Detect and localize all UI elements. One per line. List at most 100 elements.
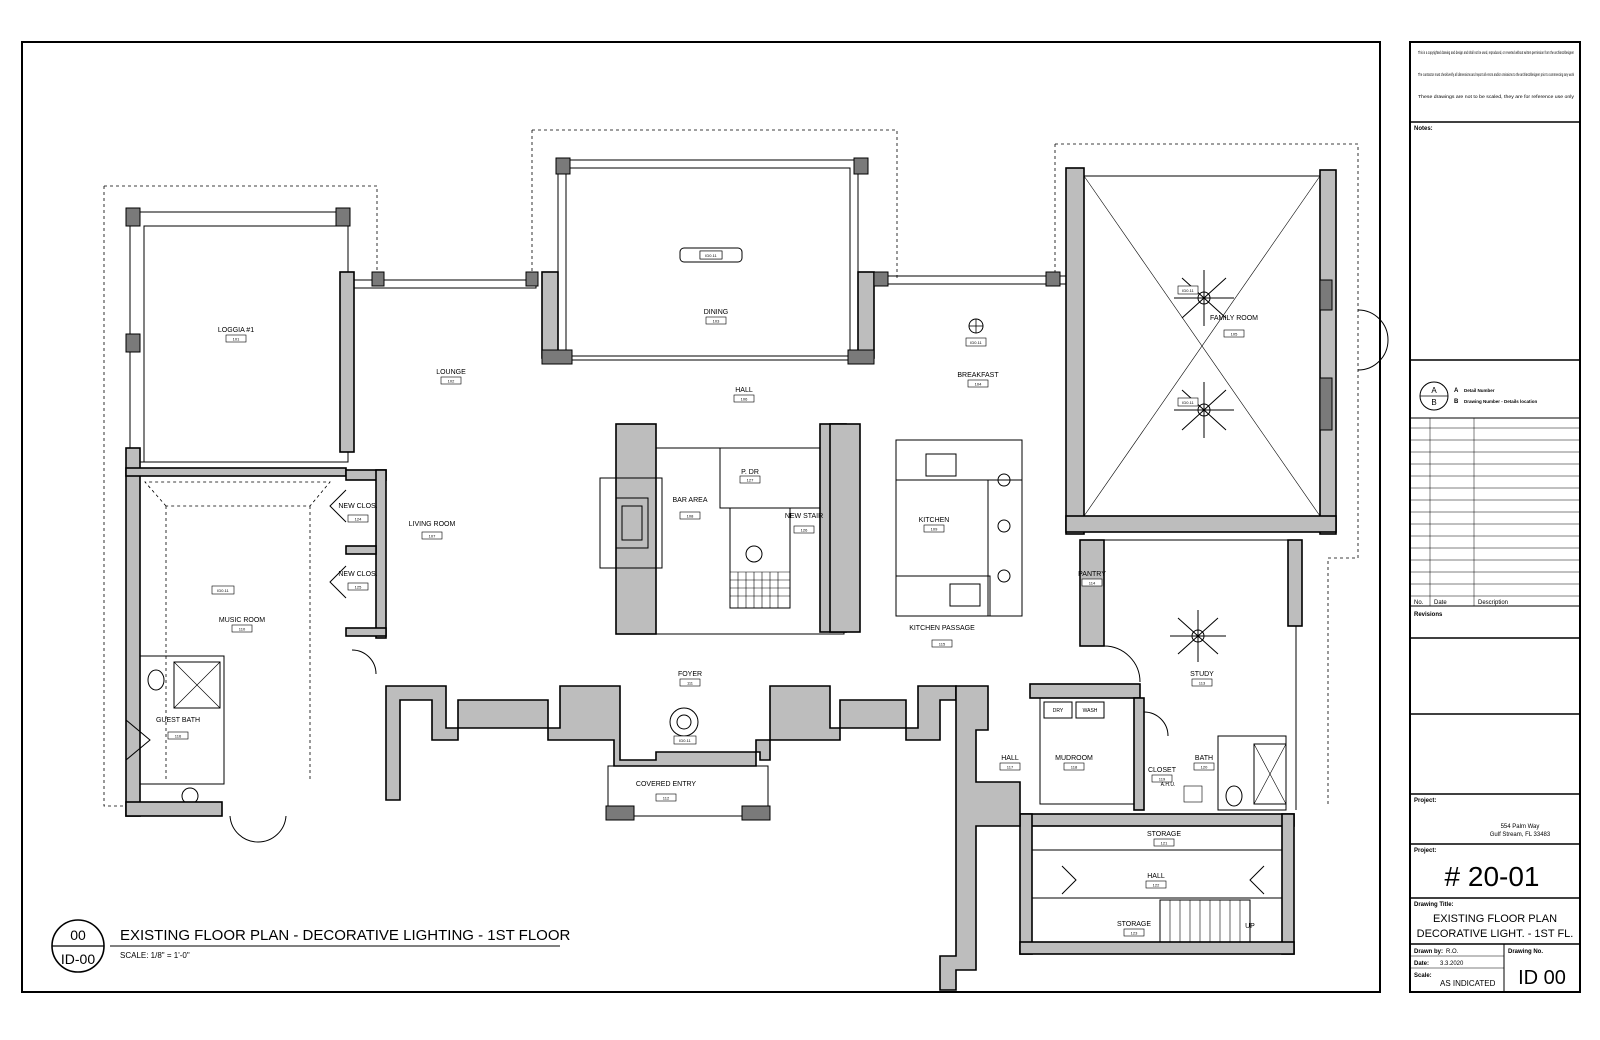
- room-label: DINING: [704, 309, 729, 316]
- svg-text:118: 118: [1071, 765, 1078, 770]
- svg-text:101: 101: [233, 337, 240, 342]
- room-label: CLOSET: [1148, 767, 1177, 774]
- svg-text:ID0.11: ID0.11: [705, 253, 717, 258]
- svg-text:115: 115: [939, 642, 946, 647]
- room-label: BATH: [1195, 755, 1213, 762]
- svg-text:A: A: [1454, 388, 1459, 394]
- svg-text:110: 110: [239, 627, 246, 632]
- notes-label: Notes:: [1414, 126, 1433, 132]
- ahu-label: A.H.U.: [1161, 782, 1176, 788]
- svg-text:ID0.11: ID0.11: [970, 340, 982, 345]
- room-label: LOUNGE: [436, 369, 466, 376]
- legend-drawing-number: Drawing Number - Details location: [1464, 399, 1538, 404]
- general-note: The contractor must check/verify all dim…: [1418, 72, 1574, 77]
- drawn-by: R.O.: [1446, 949, 1459, 955]
- revisions-label: Revisions: [1414, 612, 1443, 618]
- room-label: STUDY: [1190, 671, 1214, 678]
- drawn-by-label: Drawn by:: [1414, 949, 1443, 955]
- room-label: PANTRY: [1078, 571, 1106, 578]
- room-label: LIVING ROOM: [409, 521, 456, 528]
- svg-text:B: B: [1431, 398, 1436, 407]
- scale-value: AS INDICATED: [1440, 979, 1496, 988]
- svg-text:105: 105: [1231, 332, 1238, 337]
- svg-text:ID0.11: ID0.11: [1182, 400, 1194, 405]
- title-block-border: [1409, 41, 1581, 993]
- svg-text:127: 127: [747, 478, 754, 483]
- room-label: LOGGIA #1: [218, 327, 254, 334]
- svg-text:122: 122: [1153, 883, 1160, 888]
- svg-text:A: A: [1431, 386, 1437, 395]
- general-note: This is a copyrighted drawing and design…: [1418, 50, 1574, 55]
- svg-text:108: 108: [687, 514, 694, 519]
- room-label: GUEST BATH: [156, 717, 200, 724]
- legend-detail-number: Detail Number: [1464, 388, 1495, 393]
- svg-text:117: 117: [1007, 765, 1014, 770]
- dryer-label: DRY: [1053, 708, 1064, 714]
- room-label: HALL: [735, 387, 753, 394]
- svg-text:B: B: [1454, 399, 1459, 405]
- svg-text:104: 104: [975, 382, 982, 387]
- stair-up-label: UP: [1245, 923, 1255, 930]
- svg-text:116: 116: [175, 734, 182, 739]
- svg-text:107: 107: [429, 534, 436, 539]
- room-label: P. DR: [741, 469, 759, 476]
- room-label: KITCHEN PASSAGE: [909, 625, 975, 632]
- room-label: FOYER: [678, 671, 702, 678]
- svg-text:121: 121: [1161, 841, 1168, 846]
- date-label: Date:: [1414, 961, 1429, 967]
- title-block: This is a copyrighted drawing and design…: [1410, 50, 1580, 992]
- room-label: BREAKFAST: [957, 372, 999, 379]
- drawing-title-line-2: DECORATIVE LIGHT. - 1ST FL.: [1417, 928, 1574, 940]
- room-label: HALL: [1147, 873, 1165, 880]
- room-label: NEW CLOS.: [338, 571, 377, 578]
- general-note: These drawings are not to be scaled, the…: [1418, 94, 1575, 99]
- svg-text:125: 125: [355, 585, 362, 590]
- project-address-1: 554 Palm Way: [1501, 824, 1540, 830]
- drawing-number-bottom: ID-00: [61, 951, 95, 967]
- drawing-no-label: Drawing No.: [1508, 949, 1543, 955]
- drawing-scale: SCALE: 1/8" = 1'-0": [120, 951, 190, 960]
- svg-text:109: 109: [931, 527, 938, 532]
- room-label: STORAGE: [1147, 831, 1181, 838]
- rev-date-header: Date: [1434, 600, 1447, 606]
- project-label: Project:: [1414, 798, 1436, 804]
- room-label: NEW CLOS.: [338, 503, 377, 510]
- washer-label: WASH: [1083, 708, 1098, 714]
- room-label: FAMILY ROOM: [1210, 315, 1258, 322]
- svg-text:102: 102: [448, 379, 455, 384]
- room-label: STORAGE: [1117, 921, 1151, 928]
- room-label: NEW STAIR: [785, 513, 823, 520]
- room-label: BAR AREA: [672, 497, 707, 504]
- svg-text:112: 112: [663, 796, 670, 801]
- drawing-title: 00 ID-00 EXISTING FLOOR PLAN - DECORATIV…: [51, 919, 571, 973]
- svg-text:126: 126: [801, 528, 808, 533]
- date-value: 3.3.2020: [1440, 961, 1464, 967]
- rev-description-header: Description: [1478, 600, 1508, 606]
- room-labels: LOGGIA #1 101 LOUNGE 102 DINING 103 BREA…: [156, 250, 1258, 937]
- scale-label: Scale:: [1414, 973, 1432, 979]
- project-address-2: Gulf Stream, FL 33483: [1490, 832, 1551, 838]
- project-number: # 20-01: [1445, 861, 1540, 892]
- floor-plan: [103, 129, 1389, 991]
- room-label: KITCHEN: [919, 517, 950, 524]
- drawing-title-text: EXISTING FLOOR PLAN - DECORATIVE LIGHTIN…: [120, 927, 571, 944]
- drawing-number-top: 00: [70, 927, 86, 943]
- rev-no-header: No.: [1414, 600, 1424, 606]
- room-label: HALL: [1001, 755, 1019, 762]
- svg-text:ID0.11: ID0.11: [1182, 288, 1194, 293]
- room-label: MUDROOM: [1055, 755, 1093, 762]
- svg-text:114: 114: [1089, 581, 1096, 586]
- drawing-title-label: Drawing Title:: [1414, 902, 1454, 908]
- drawing-no: ID 00: [1518, 967, 1566, 989]
- svg-text:103: 103: [713, 319, 720, 324]
- room-label: MUSIC ROOM: [219, 617, 265, 624]
- svg-text:113: 113: [1199, 681, 1206, 686]
- sheet-border: [21, 41, 1381, 993]
- svg-text:ID0.11: ID0.11: [679, 738, 691, 743]
- svg-text:111: 111: [687, 681, 694, 686]
- svg-text:124: 124: [355, 517, 362, 522]
- svg-text:119: 119: [1159, 777, 1166, 782]
- drawing-title-line-1: EXISTING FLOOR PLAN: [1433, 913, 1557, 925]
- svg-text:ID0.11: ID0.11: [217, 588, 229, 593]
